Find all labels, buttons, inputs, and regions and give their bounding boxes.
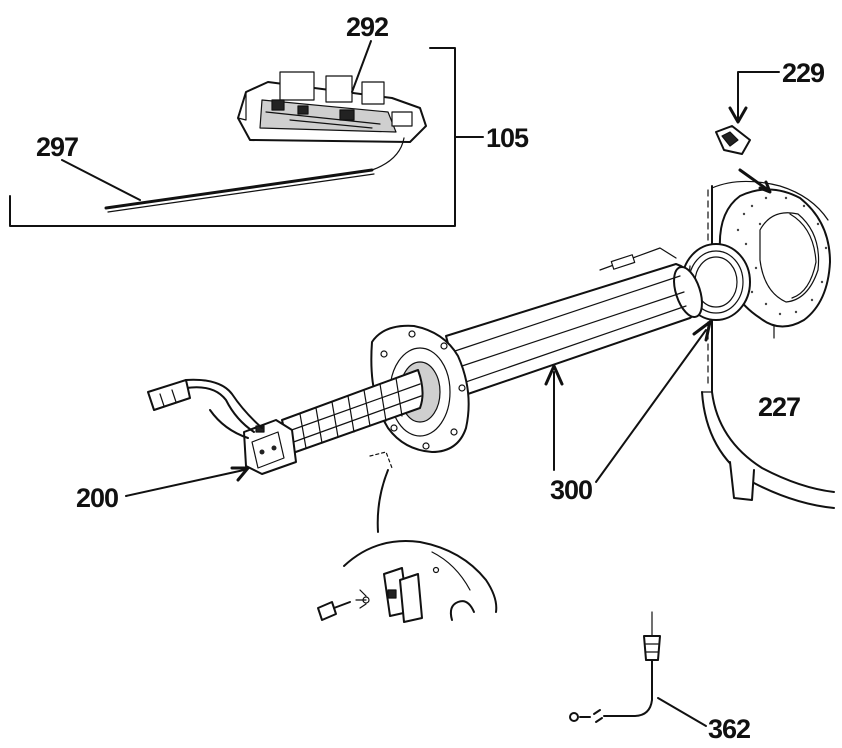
leader-300 (544, 320, 712, 483)
sensor-bracket-detail (317, 451, 498, 623)
kit-bracket-105 (9, 47, 484, 227)
callout-227: 227 (758, 392, 800, 422)
callout-200: 200 (76, 483, 118, 513)
callout-297: 297 (36, 132, 78, 162)
thermostat-probe-362 (569, 611, 707, 727)
callout-300: 300 (550, 475, 592, 505)
sensor-wire-297 (61, 137, 405, 213)
callout-229: 229 (782, 58, 825, 88)
tank-227 (701, 180, 835, 509)
callout-292: 292 (346, 12, 388, 42)
finned-element-200 (125, 369, 424, 497)
control-board-292 (237, 40, 427, 143)
callout-105: 105 (486, 123, 529, 153)
thermostat-clip-229 (715, 71, 780, 194)
callout-362: 362 (708, 714, 750, 744)
heating-element-300 (445, 247, 703, 397)
